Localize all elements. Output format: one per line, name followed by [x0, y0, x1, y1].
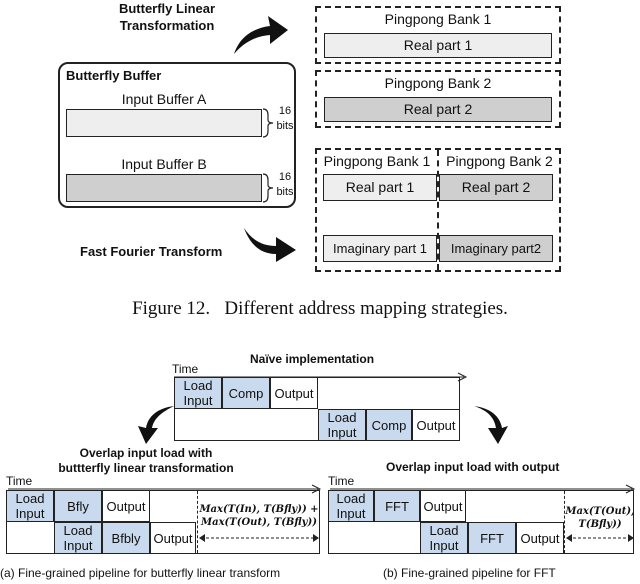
fft-load-input-2: Load Input [420, 522, 468, 554]
fft-real-part-1: Real part 1 [323, 174, 437, 201]
fft-span-arrow [566, 534, 634, 542]
bank-1-real-part-1: Real part 1 [324, 33, 552, 58]
fft-fft-2: FFT [468, 522, 516, 554]
bfly-time-label: Time [6, 474, 33, 488]
naive-title: Naïve implementation [250, 352, 375, 366]
bfly-load-input-2: Load Input [54, 522, 102, 554]
naive-load-input-2: Load Input [318, 409, 366, 441]
curved-arrow-down-icon [244, 228, 296, 262]
naive-comp-1: Comp [222, 377, 270, 409]
fft-imaginary-part-1: Imaginary part 1 [323, 235, 437, 262]
input-buffer-b-label: Input Buffer B [121, 156, 207, 172]
fft-bank-1-title: Pingpong Bank 1 [323, 153, 431, 169]
fft-label: Fast Fourier Transform [80, 244, 223, 259]
input-buffer-b [66, 174, 262, 202]
pingpong-bank-2-box [315, 70, 561, 128]
curved-arrow-down-right-icon [474, 406, 508, 444]
fft-banks-box [315, 148, 561, 272]
pingpong-bank-2-title: Pingpong Bank 2 [384, 75, 492, 91]
bits-label-a: 16 bits [276, 105, 294, 132]
bfly-equation: Max(T(In), T(Bfly)) + Max(T(Out), T(Bfly… [199, 504, 319, 528]
fft-output-1: Output [420, 490, 466, 522]
pingpong-bank-1-box [315, 6, 561, 64]
fft-bank-2-title: Pingpong Bank 2 [446, 153, 553, 169]
fft-equation: Max(T(Out), T(Bfly)) [565, 506, 635, 530]
fft-real-part-2: Real part 2 [439, 174, 553, 201]
naive-comp-2: Comp [366, 409, 412, 441]
bfly-output-1: Output [102, 490, 150, 522]
curved-arrow-down-left-icon [138, 406, 174, 444]
bfly-span-arrow [199, 534, 319, 542]
naive-time-label: Time [172, 362, 199, 376]
fft-load-input-1: Load Input [328, 490, 374, 522]
bfly-time-arrow [8, 484, 322, 494]
bits-label-b: 16 bits [276, 171, 294, 198]
curved-arrow-up-icon [234, 16, 288, 54]
butterfly-buffer-title: Butterfly Buffer [66, 68, 162, 83]
bfly-eq-divider [197, 491, 198, 553]
fft-eq-divider [564, 491, 565, 553]
fft-imaginary-part-2: Imaginary part2 [439, 235, 553, 262]
fft-fft-1: FFT [374, 490, 420, 522]
overlap-bfly-title: Overlap input load with buttterfly linea… [58, 446, 234, 475]
fft-time-arrow [330, 484, 636, 494]
butterfly-linear-label: Butterfly Linear Transformation [118, 1, 216, 33]
naive-load-input-1: Load Input [174, 377, 222, 409]
caption-a: (a) Fine-grained pipeline for butterfly … [0, 566, 281, 580]
input-buffer-a [66, 109, 262, 137]
bfly-load-input-1: Load Input [6, 490, 54, 522]
butterfly-buffer-box [58, 62, 296, 208]
naive-output-1: Output [270, 377, 318, 409]
caption-b: (b) Fine-grained pipeline for FFT [383, 566, 556, 580]
bank-2-real-part-2: Real part 2 [324, 97, 552, 122]
fft-output-2: Output [516, 522, 564, 554]
fft-banks-divider [437, 150, 439, 270]
fft-time-label: Time [328, 474, 355, 488]
pingpong-bank-1-title: Pingpong Bank 1 [384, 11, 492, 27]
overlap-fft-title: Overlap input load with output [386, 460, 560, 474]
brace-icon [262, 173, 274, 203]
input-buffer-a-label: Input Buffer A [121, 91, 207, 107]
brace-icon [262, 108, 274, 138]
bfly-bfly-1: Bfly [54, 490, 102, 522]
naive-output-2: Output [412, 409, 460, 441]
bfly-output-2: Output [150, 522, 196, 554]
bfly-bfbly-2: Bfbly [102, 522, 150, 554]
figure-12-caption: Figure 12. Different address mapping str… [132, 298, 508, 319]
